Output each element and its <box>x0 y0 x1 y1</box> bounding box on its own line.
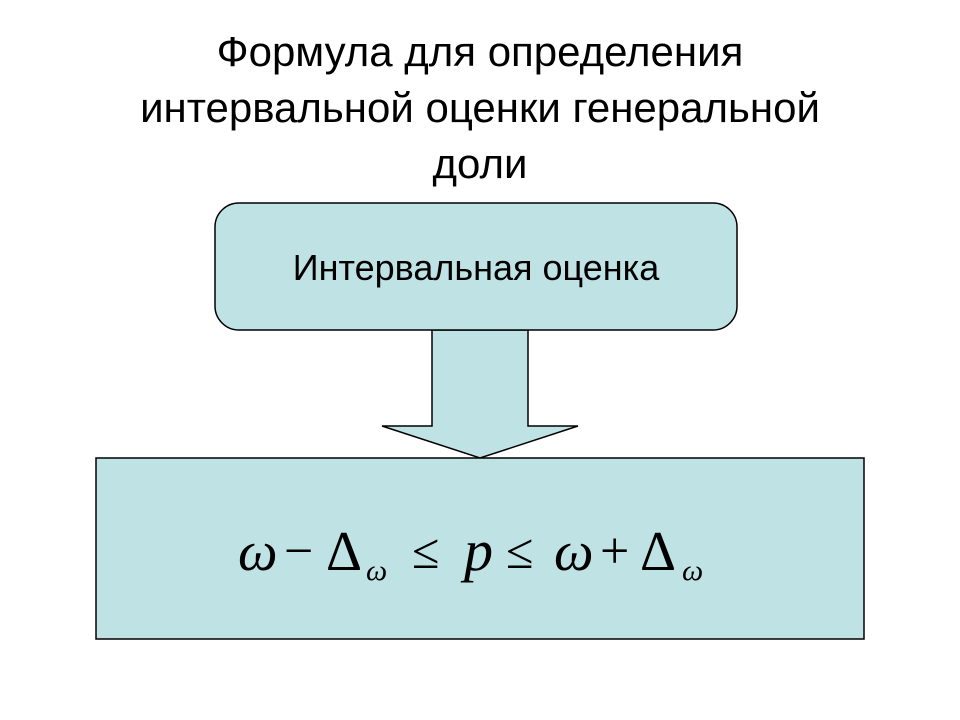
formula-omega-2: ω <box>554 521 594 583</box>
title-line-2: интервальной оценки генеральной <box>140 84 820 131</box>
formula-leq-1: ≤ <box>412 523 439 579</box>
formula-subscript-omega-1: ω <box>366 554 387 587</box>
slide-title: Формула для определения интервальной оце… <box>40 24 920 192</box>
interval-estimate-label: Интервальная оценка <box>293 247 660 288</box>
title-line-3: доли <box>432 140 528 187</box>
formula: ω − Δ ω ≤ p ≤ ω + Δ ω <box>238 518 703 587</box>
formula-subscript-omega-2: ω <box>682 554 703 587</box>
title-line-1: Формула для определения <box>216 28 744 75</box>
formula-panel <box>95 457 865 640</box>
interval-estimate-box <box>214 202 738 331</box>
formula-plus: + <box>600 523 629 580</box>
formula-leq-2: ≤ <box>506 523 533 579</box>
down-arrow <box>381 329 579 459</box>
formula-p: p <box>460 518 493 583</box>
formula-omega-1: ω <box>238 521 278 583</box>
formula-delta-1: Δ <box>326 521 362 583</box>
formula-minus: − <box>284 523 313 580</box>
formula-delta-2: Δ <box>640 521 676 583</box>
